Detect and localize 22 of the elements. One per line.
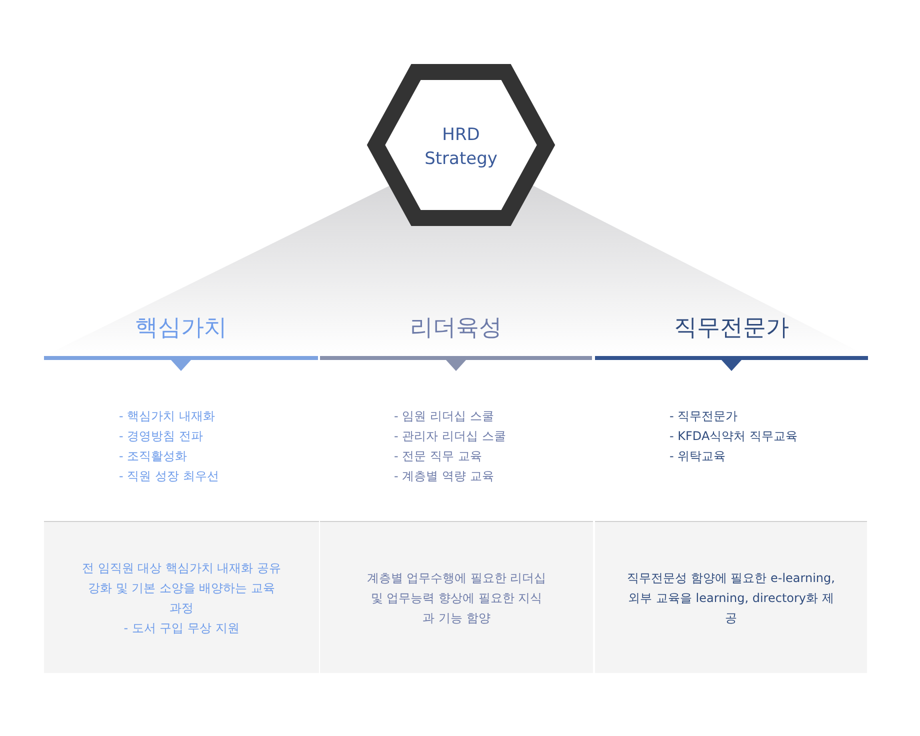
list-item: - 경영방침 전파 bbox=[119, 428, 203, 445]
description-text: 직무전문성 함양에 필요한 e-learning, 외부 교육을 learning, directory화 제공 bbox=[626, 570, 836, 626]
list-item: - 위탁교육 bbox=[670, 448, 726, 465]
column-heading: 직무전문가 bbox=[673, 314, 790, 343]
hexagon-label: HRD Strategy bbox=[424, 124, 498, 171]
list-item: - 전문 직무 교육 bbox=[394, 448, 482, 465]
description-text: 계층별 업무수행에 필요한 리더십 및 업무능력 향상에 필요한 지식과 기능 함양 bbox=[366, 570, 546, 626]
description-panel bbox=[44, 521, 319, 673]
list-item: - 직원 성장 최우선 bbox=[119, 468, 219, 485]
list-item: - KFDA식약처 직무교육 bbox=[670, 428, 798, 445]
list-item: - 조직활성화 bbox=[119, 448, 188, 465]
list-item: - 계층별 역량 교육 bbox=[394, 468, 494, 485]
list-item: - 핵심가치 내재화 bbox=[119, 408, 215, 425]
list-item: - 직무전문가 bbox=[670, 408, 738, 425]
description-text: - 도서 구입 무상 지원 bbox=[124, 620, 240, 636]
column-heading: 핵심가치 bbox=[134, 314, 228, 343]
list-item: - 임원 리더십 스쿨 bbox=[394, 408, 494, 425]
description-panel bbox=[320, 521, 593, 673]
description-panel bbox=[595, 521, 867, 673]
list-item: - 관리자 리더십 스쿨 bbox=[394, 428, 506, 445]
description-text: 전 임직원 대상 핵심가치 내재화 공유 강화 및 기본 소양을 배양하는 교육 과정 bbox=[82, 560, 282, 616]
column-heading: 리더육성 bbox=[409, 314, 503, 343]
